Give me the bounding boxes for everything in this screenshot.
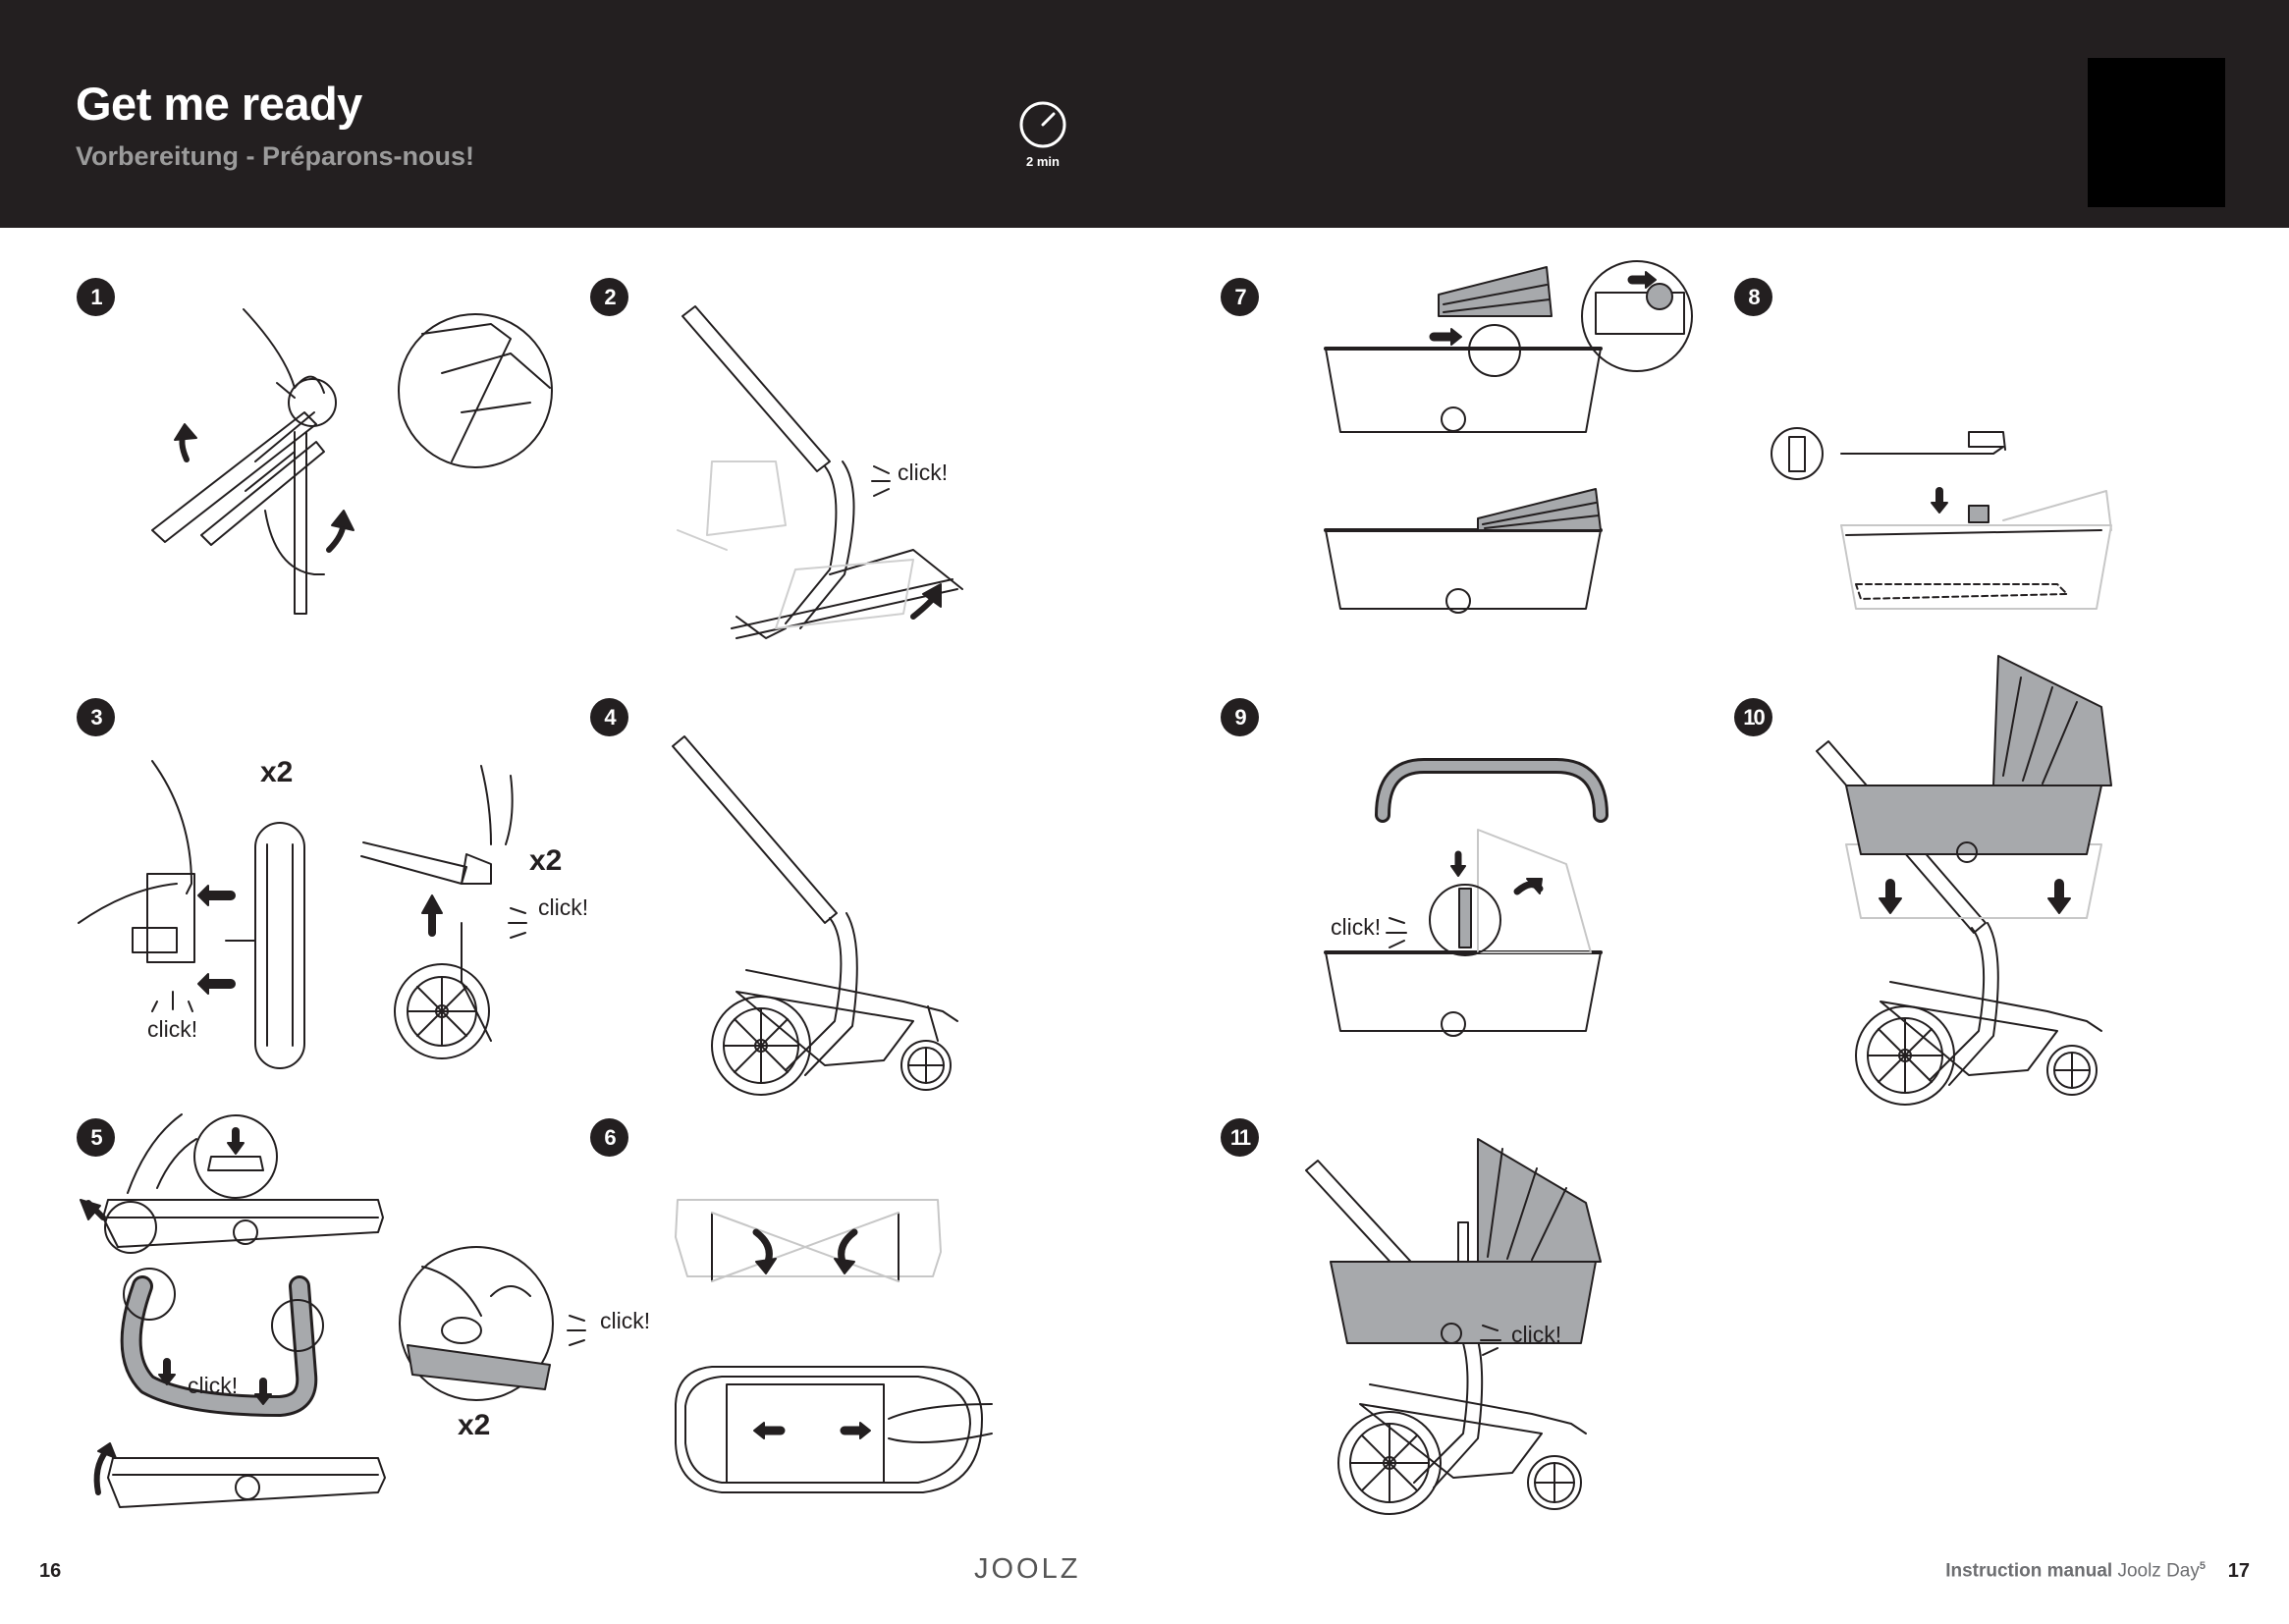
footer-manual-title: Instruction manual Joolz Day5 xyxy=(1945,1560,2206,1582)
step-3-click-label-front: click! xyxy=(538,894,589,920)
step-3-click-label-rear: click! xyxy=(147,1016,198,1042)
step-3-illustration xyxy=(78,760,527,1069)
header-black-box xyxy=(2088,58,2225,207)
brand-logo: JOOLZ xyxy=(974,1553,1081,1585)
step-3-x2-label: x2 xyxy=(260,756,294,788)
page-number-left: 16 xyxy=(39,1560,62,1582)
timer-label: 2 min xyxy=(1026,154,1060,169)
page-title: Get me ready xyxy=(76,78,362,130)
page-subtitle: Vorbereitung - Préparons-nous! xyxy=(76,141,475,171)
step-11-click-label: click! xyxy=(1511,1322,1562,1347)
step-10-badge: 10 xyxy=(1734,698,1772,736)
page-header: Get me ready Vorbereitung - Préparons-no… xyxy=(0,0,2289,228)
step-4-illustration xyxy=(672,735,958,1096)
step-1-illustration xyxy=(151,308,553,615)
timer-icon xyxy=(1019,101,1066,148)
step-3-badge: 3 xyxy=(77,698,115,736)
manual-label: Instruction manual xyxy=(1945,1560,2113,1582)
step-4-badge: 4 xyxy=(590,698,628,736)
step-1-badge: 1 xyxy=(77,278,115,316)
step-10-illustration xyxy=(1816,655,2112,1106)
product-sup: 5 xyxy=(2199,1560,2206,1572)
step-5-click-label-zoom: click! xyxy=(600,1308,651,1333)
step-5-click-label-handle: click! xyxy=(188,1373,239,1398)
step-5-badge: 5 xyxy=(77,1118,115,1157)
step-8-illustration xyxy=(1771,427,2112,610)
step-6-illustration xyxy=(675,1199,993,1493)
step-5-x2-label: x2 xyxy=(458,1409,491,1441)
step-8-badge: 8 xyxy=(1734,278,1772,316)
step-11-illustration xyxy=(1305,1138,1602,1515)
product-name: Joolz Day xyxy=(2117,1560,2200,1582)
step-2-click-label: click! xyxy=(898,460,949,485)
step-9-illustration xyxy=(1324,758,1608,1037)
step-6-badge: 6 xyxy=(590,1118,628,1157)
step-7-illustration xyxy=(1324,260,1693,614)
step-2-badge: 2 xyxy=(590,278,628,316)
step-11-badge: 11 xyxy=(1221,1118,1259,1157)
step-2-illustration xyxy=(677,305,963,639)
step-9-click-label: click! xyxy=(1331,914,1382,940)
step-3-x2-label-front: x2 xyxy=(529,844,563,877)
step-9-badge: 9 xyxy=(1221,698,1259,736)
step-7-badge: 7 xyxy=(1221,278,1259,316)
page-number-right: 17 xyxy=(2227,1560,2250,1582)
step-5-illustration xyxy=(80,1113,586,1508)
